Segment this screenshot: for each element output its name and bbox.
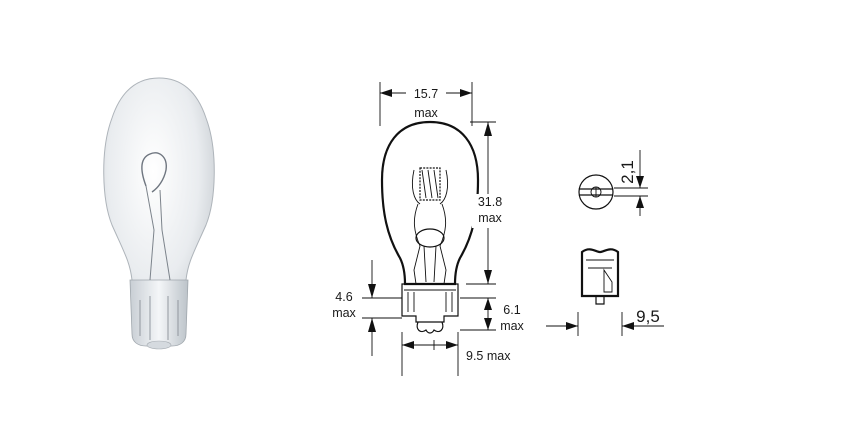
dim-base-width: 9.5 max bbox=[401, 332, 511, 376]
dim-base-left: 4.6 max bbox=[332, 260, 402, 356]
dim-width: 15.7 max bbox=[379, 82, 473, 126]
height-unit: max bbox=[478, 211, 502, 225]
side-view-base: 9,5 bbox=[546, 248, 664, 336]
base-right-unit: max bbox=[500, 319, 524, 333]
height-value: 31.8 bbox=[478, 195, 502, 209]
bulb-photo bbox=[103, 77, 215, 350]
base-width-value: 9.5 max bbox=[466, 349, 511, 363]
base-left-unit: max bbox=[332, 306, 356, 320]
dim-base-right: 6.1 max bbox=[460, 297, 525, 333]
side-top-value: 2,1 bbox=[618, 160, 637, 184]
base-left-value: 4.6 bbox=[335, 290, 352, 304]
side-bottom-value: 9,5 bbox=[636, 307, 660, 326]
width-unit: max bbox=[414, 106, 438, 120]
width-value: 15.7 bbox=[414, 87, 438, 101]
bulb-outline-drawing bbox=[380, 120, 480, 334]
dim-height: 31.8 max bbox=[466, 121, 506, 285]
base-right-value: 6.1 bbox=[503, 303, 520, 317]
side-view-top: 2,1 bbox=[578, 150, 648, 216]
